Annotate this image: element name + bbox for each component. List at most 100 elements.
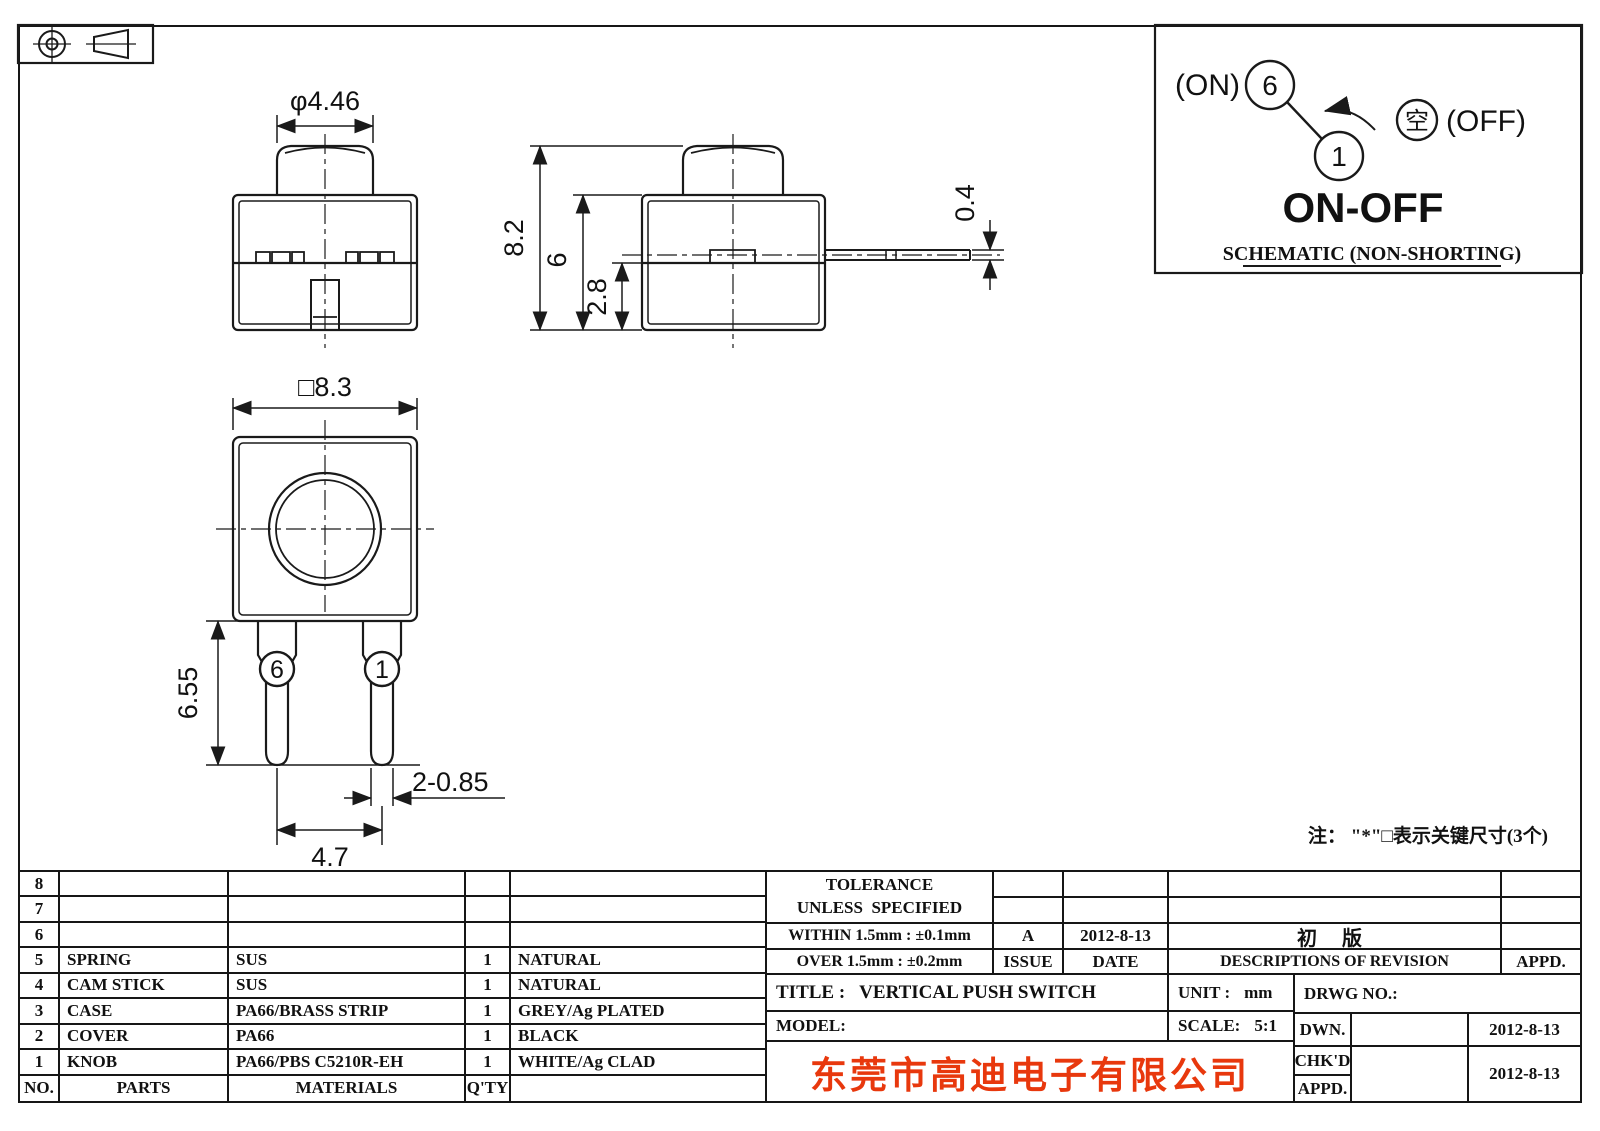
schematic-terminal-1 [1313,130,1365,182]
chk-appd-signature-empty [1352,1047,1469,1101]
chkd-label: CHK'D [1295,1047,1352,1076]
pin-6-label: 6 [270,656,284,684]
tolerance-line1: TOLERANCE [825,875,934,895]
schematic-function-label: ON-OFF [1283,184,1444,231]
dim-base-height-label: 2.8 [582,278,612,316]
parts-cell-no: 4 [20,973,60,1000]
pin-6-badge [258,650,296,688]
parts-cell-color [511,872,767,898]
engineering-drawing: φ4.46 8.2 [16,23,1584,870]
dim-terminal-thickness-label: 0.4 [950,184,980,222]
dim-knob-diameter [276,115,374,143]
parts-cell-no: 5 [20,948,60,974]
parts-cell-qty [466,922,511,949]
parts-cell-material: SUS [229,948,466,974]
dim-body-square-label: □8.3 [298,372,352,402]
schematic-on-label: (ON) [1175,69,1240,102]
revision-empty-cell [1502,872,1580,898]
revision-empty-cell [994,898,1064,924]
key-dimension-note: 注： "*"□表示关键尺寸(3个) [1308,824,1548,847]
parts-header-parts: PARTS [60,1075,229,1101]
revision-description-value: 初 版 [1169,924,1502,950]
parts-cell-qty: 1 [466,1024,511,1051]
schematic-caption: SCHEMATIC (NON-SHORTING) [1223,243,1521,265]
schematic-terminal-6-label: 6 [1262,70,1278,101]
title-cell: TITLE : VERTICAL PUSH SWITCH [767,975,1169,1012]
parts-cell-color [511,897,767,923]
revision-empty-cell [1169,898,1502,924]
unit-label: UNIT : [1178,982,1231,1002]
parts-cell-color [511,922,767,949]
parts-cell-color: WHITE/Ag CLAD [511,1050,767,1076]
parts-cell-name: KNOB [60,1050,229,1076]
dim-terminal-thickness [972,220,1004,290]
dim-total-height-label: 8.2 [499,219,529,257]
top-view [216,420,434,623]
parts-cell-color: BLACK [511,1024,767,1051]
model-cell: MODEL: [767,1012,1169,1042]
parts-cell-qty [466,872,511,898]
schematic-terminal-6 [1244,59,1296,111]
chk-appd-date: 2012-8-13 [1489,1064,1560,1083]
title-label: TITLE : [776,981,846,1003]
parts-header-materials: MATERIALS [229,1075,466,1101]
projection-cone-icon [93,28,129,60]
parts-cell-material: SUS [229,973,466,1000]
parts-header-color [511,1075,767,1101]
revision-empty-cell [994,872,1064,898]
dwn-signature-empty [1352,1014,1469,1047]
parts-cell-name [60,922,229,949]
parts-cell-name: CASE [60,999,229,1025]
parts-cell-material: PA66 [229,1024,466,1051]
schematic-empty-terminal [1395,98,1439,142]
parts-cell-qty: 1 [466,973,511,1000]
dim-body-square [232,398,418,430]
parts-cell-material: PA66/BRASS STRIP [229,999,466,1025]
dim-base-height [612,262,642,331]
parts-cell-no: 8 [20,872,60,898]
parts-header-qty: Q'TY [466,1075,511,1101]
revision-appd-empty [1502,924,1580,950]
issue-value: A [994,924,1064,950]
parts-header-no: NO. [20,1075,60,1101]
drwg-no-cell: DRWG NO.: [1295,975,1580,1014]
revision-empty-cell [1169,872,1502,898]
dim-body-height [573,194,642,331]
scale-label: SCALE: [1178,1016,1241,1035]
company-name: 东莞市高迪电子有限公司 [767,1042,1295,1101]
parts-cell-color: NATURAL [511,948,767,974]
parts-cell-color: NATURAL [511,973,767,1000]
pin-1-label: 1 [375,656,389,684]
dim-knob-diameter-label: φ4.46 [290,86,360,116]
revision-appd-label: APPD. [1502,950,1580,975]
pin-1-badge [363,650,401,688]
schematic-off-label: (OFF) [1446,105,1526,138]
unit-cell: UNIT : mm [1169,975,1295,1012]
front-view [231,134,419,348]
parts-cell-no: 3 [20,999,60,1025]
issue-label: ISSUE [994,950,1064,975]
dim-pin-pitch-label: 4.7 [311,842,349,870]
scale-cell: SCALE: 5:1 [1169,1012,1295,1042]
revision-date-value: 2012-8-13 [1064,924,1169,950]
dwn-date: 2012-8-13 [1469,1014,1580,1047]
revision-empty-cell [1502,898,1580,924]
bottom-pins [256,621,403,767]
dim-pin-pitch [276,768,383,845]
schematic-box [1153,23,1584,275]
parts-cell-name: CAM STICK [60,973,229,1000]
dim-body-height-label: 6 [542,252,572,267]
parts-cell-no: 6 [20,922,60,949]
parts-cell-name [60,872,229,898]
dim-pin-length [206,620,420,766]
revision-empty-cell [1064,898,1169,924]
parts-cell-no: 7 [20,897,60,923]
unit-value: mm [1244,982,1273,1002]
parts-cell-name [60,897,229,923]
parts-cell-name: SPRING [60,948,229,974]
dim-pin-length-label: 6.55 [173,667,203,720]
parts-cell-qty [466,897,511,923]
parts-cell-name: COVER [60,1024,229,1051]
parts-cell-material: PA66/PBS C5210R-EH [229,1050,466,1076]
